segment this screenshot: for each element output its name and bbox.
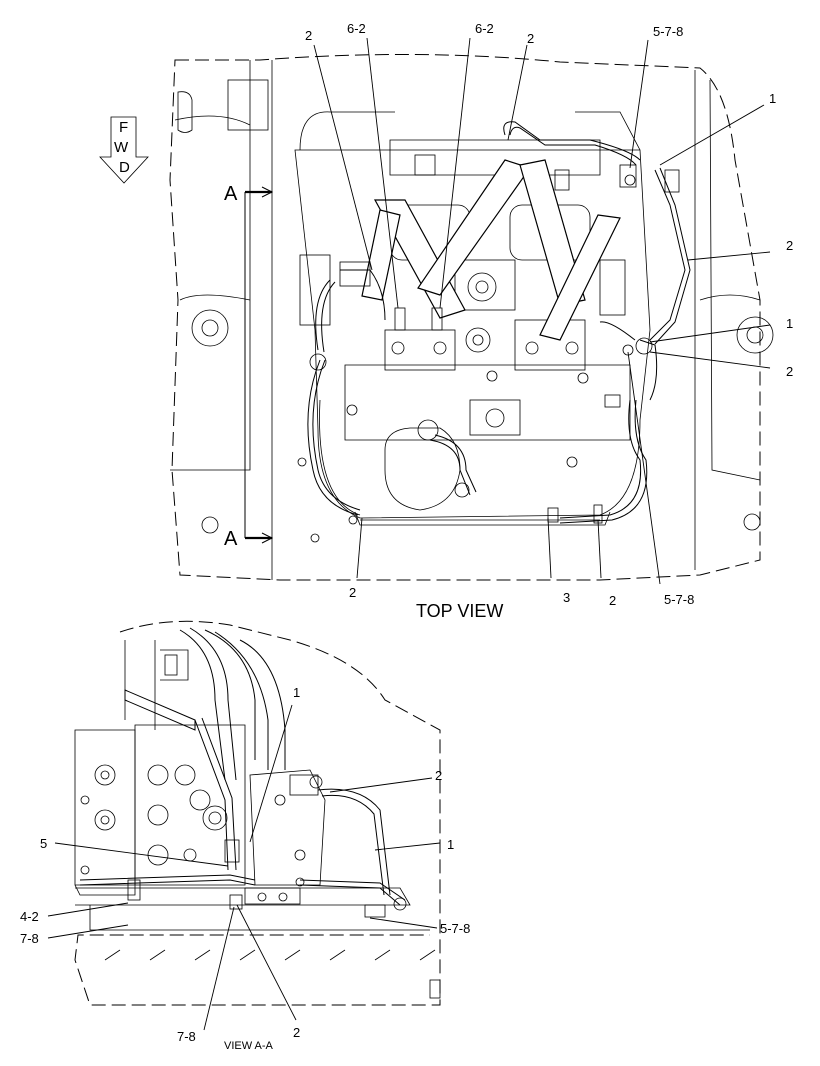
callout-2-upper-center: 2	[527, 31, 534, 46]
forward-direction-arrow: F W D	[99, 116, 149, 184]
callout-3-bottom: 3	[563, 590, 570, 605]
fwd-letter-w: W	[114, 139, 129, 156]
section-marker-top: A	[224, 183, 238, 205]
section-marker-bottom: A	[224, 528, 238, 550]
fwd-letter-d: D	[119, 159, 130, 176]
callout-2-right-lower: 2	[786, 364, 793, 379]
top-view-title: TOP VIEW	[416, 601, 503, 621]
callout-2-right-upper: 2	[786, 238, 793, 253]
callout-6-2-right: 6-2	[475, 21, 494, 36]
section-callout-4-2: 4-2	[20, 909, 39, 924]
section-view-a-a: 1 2 5 1 4-2 7-8 5-7-8 7-8 2 VIEW A-A	[20, 620, 470, 1052]
section-callout-2-bottom: 2	[293, 1025, 300, 1040]
callout-1-right: 1	[786, 316, 793, 331]
section-callout-1-right: 1	[447, 837, 454, 852]
section-callout-7-8-left: 7-8	[20, 931, 39, 946]
section-callout-7-8-bottom: 7-8	[177, 1029, 196, 1044]
section-callout-2-right: 2	[435, 768, 442, 783]
top-view: A A F W D 2 6-2 6-2 2 5-7-8 1 2 1 2 2	[99, 21, 793, 621]
callout-2-bottom-right: 2	[609, 593, 616, 608]
callout-2-upper-left: 2	[305, 28, 312, 43]
callout-6-2-left: 6-2	[347, 21, 366, 36]
callout-5-7-8-upper: 5-7-8	[653, 24, 683, 39]
callout-1-upper-right: 1	[769, 91, 776, 106]
section-callout-5-7-8: 5-7-8	[440, 921, 470, 936]
section-view-title: VIEW A-A	[224, 1040, 274, 1052]
section-callout-5: 5	[40, 836, 47, 851]
callout-2-bottom-left: 2	[349, 585, 356, 600]
callout-5-7-8-lower: 5-7-8	[664, 592, 694, 607]
fwd-letter-f: F	[119, 119, 128, 136]
section-callout-1-top: 1	[293, 685, 300, 700]
